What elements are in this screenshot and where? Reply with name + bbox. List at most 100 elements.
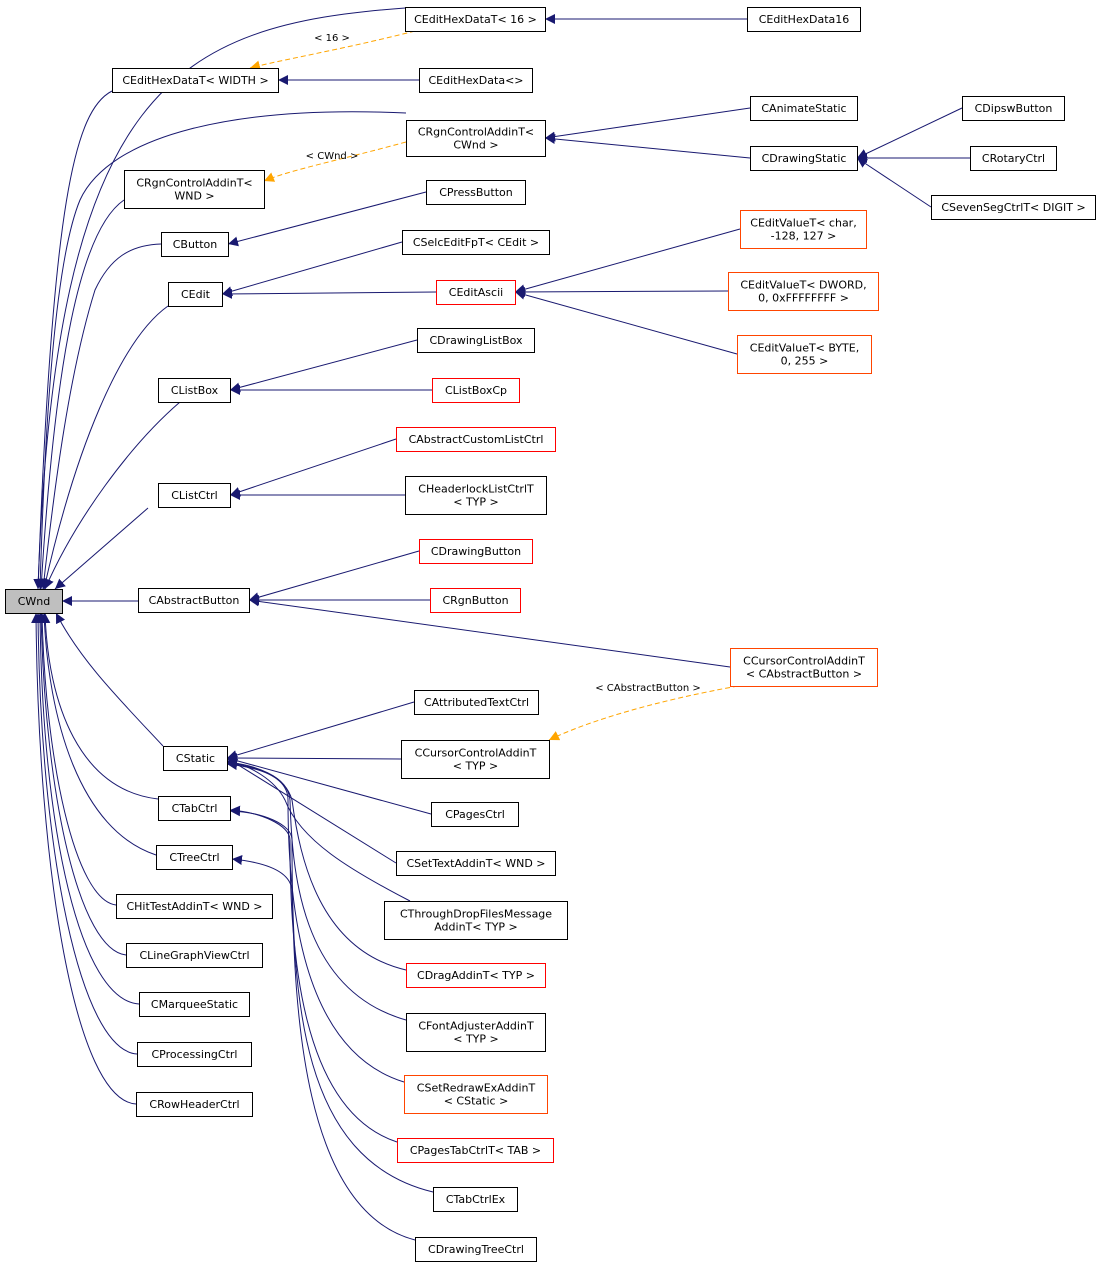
class-node-label: CEdit bbox=[181, 288, 211, 301]
class-node-cselceditfpt[interactable]: CSelcEditFpT< CEdit > bbox=[402, 230, 550, 255]
class-node-cedithexdatatwidth[interactable]: CEditHexDataT< WIDTH > bbox=[112, 68, 279, 93]
class-node-box bbox=[158, 796, 231, 821]
class-node-cedithexdatat16[interactable]: CEditHexDataT< 16 > bbox=[405, 7, 546, 32]
edge-cdrawingbutton-to-cabstractbutton bbox=[248, 550, 420, 603]
class-node-clistbox[interactable]: CListBox bbox=[158, 378, 231, 403]
class-node-cdrawinglistbox[interactable]: CDrawingListBox bbox=[417, 328, 535, 353]
class-node-label: CSetTextAddinT< WND > bbox=[406, 857, 545, 870]
class-node-label: CProcessingCtrl bbox=[152, 1048, 238, 1061]
class-node-clinegraphviewctrl[interactable]: CLineGraphViewCtrl bbox=[126, 943, 263, 968]
class-node-box bbox=[728, 272, 879, 311]
edge-cprocessingctrl-to-cwnd bbox=[33, 612, 138, 1055]
class-node-canimatestatic[interactable]: CAnimateStatic bbox=[750, 96, 858, 121]
edge-ccursorcontrolabstract-to-ccursorcontroltyp bbox=[548, 685, 739, 741]
class-node-ceditvaluebyte[interactable]: CEditValueT< BYTE,0, 255 > bbox=[737, 335, 872, 374]
class-node-label: CCursorControlAddinT bbox=[415, 747, 537, 760]
class-node-label: CAttributedTextCtrl bbox=[424, 696, 529, 709]
class-node-box bbox=[158, 483, 231, 508]
edge-cfontadjusteraddint-to-cstatic bbox=[226, 759, 407, 1021]
edge-cthroughdropfiles-to-cstatic bbox=[226, 757, 411, 902]
class-node-label: CEditValueT< char, bbox=[750, 217, 856, 230]
class-node-cprocessingctrl[interactable]: CProcessingCtrl bbox=[137, 1042, 252, 1067]
edge-cdrawinglistbox-to-clistbox bbox=[229, 339, 418, 393]
class-node-crgncontrolwnd[interactable]: CRgnControlAddinT<WND > bbox=[124, 170, 265, 209]
class-node-label: CEditAscii bbox=[449, 286, 503, 299]
class-node-ccursorcontrolabstract[interactable]: CCursorControlAddinT< CAbstractButton > bbox=[730, 648, 878, 687]
class-node-crowheaderctrl[interactable]: CRowHeaderCtrl bbox=[136, 1092, 253, 1117]
class-node-clistctrl[interactable]: CListCtrl bbox=[158, 483, 231, 508]
class-node-cedit[interactable]: CEdit bbox=[168, 282, 223, 307]
class-node-label: < TYP > bbox=[453, 1033, 499, 1046]
class-node-cattributedtextctrl[interactable]: CAttributedTextCtrl bbox=[414, 690, 539, 715]
edge-csevensegctrlt-to-cdrawingstatic bbox=[856, 157, 932, 208]
class-node-label: < CStatic > bbox=[444, 1095, 509, 1108]
class-node-csetredrawexaddint[interactable]: CSetRedrawExAddinT< CStatic > bbox=[404, 1075, 548, 1114]
class-node-cheaderlocklistctrlt[interactable]: CHeaderlockListCtrlT< TYP > bbox=[405, 476, 547, 515]
class-node-label: CMarqueeStatic bbox=[151, 998, 238, 1011]
class-node-cdrawingtreectrl[interactable]: CDrawingTreeCtrl bbox=[415, 1237, 537, 1262]
class-node-chittestaddint[interactable]: CHitTestAddinT< WND > bbox=[116, 894, 273, 919]
class-node-box bbox=[730, 648, 878, 687]
class-node-box bbox=[415, 1237, 537, 1262]
class-node-box bbox=[163, 746, 228, 771]
class-node-cstatic[interactable]: CStatic bbox=[163, 746, 228, 771]
class-node-cdrawingbutton[interactable]: CDrawingButton bbox=[419, 539, 533, 564]
class-node-cwnd[interactable]: CWnd bbox=[5, 589, 63, 614]
class-node-cabstractbutton[interactable]: CAbstractButton bbox=[138, 588, 250, 613]
edge-cdrawingtreectrl-to-ctreectrl bbox=[231, 855, 416, 1241]
class-node-cpagestabctrlt[interactable]: CPagesTabCtrlT< TAB > bbox=[397, 1138, 554, 1163]
edge-ctabctrlex-to-ctabctrl bbox=[229, 806, 434, 1193]
class-node-cbutton[interactable]: CButton bbox=[161, 232, 229, 257]
class-node-ctreectrl[interactable]: CTreeCtrl bbox=[156, 845, 233, 870]
class-node-csevensegctrlt[interactable]: CSevenSegCtrlT< DIGIT > bbox=[931, 195, 1096, 220]
class-node-box bbox=[406, 120, 546, 157]
class-node-cdrawingstatic[interactable]: CDrawingStatic bbox=[750, 146, 858, 171]
class-node-label: CTabCtrlEx bbox=[446, 1193, 506, 1206]
class-node-ccursorcontroltyp[interactable]: CCursorControlAddinT< TYP > bbox=[401, 740, 550, 779]
class-node-ceditascii[interactable]: CEditAscii bbox=[436, 280, 516, 305]
class-node-crgnbutton[interactable]: CRgnButton bbox=[430, 588, 521, 613]
class-node-ceditvaluedword[interactable]: CEditValueT< DWORD,0, 0xFFFFFFFF > bbox=[728, 272, 879, 311]
class-node-cabstractcustomlistctrl[interactable]: CAbstractCustomListCtrl bbox=[396, 427, 556, 452]
class-node-label: CButton bbox=[173, 238, 218, 251]
class-node-crotaryctrl[interactable]: CRotaryCtrl bbox=[970, 146, 1057, 171]
class-node-cmarqueestatic[interactable]: CMarqueeStatic bbox=[139, 992, 250, 1017]
class-node-cdragaddint[interactable]: CDragAddinT< TYP > bbox=[406, 963, 546, 988]
class-node-label: CFontAdjusterAddinT bbox=[418, 1020, 534, 1033]
class-node-box bbox=[432, 378, 520, 403]
class-node-label: CPagesCtrl bbox=[445, 808, 505, 821]
class-node-ceditvaluechar[interactable]: CEditValueT< char,-128, 127 > bbox=[740, 210, 867, 249]
class-node-label: CAnimateStatic bbox=[761, 102, 846, 115]
class-node-cedithexdatae[interactable]: CEditHexData<> bbox=[419, 68, 533, 93]
class-node-box bbox=[419, 539, 533, 564]
edge-crgncontrolcwnd-to-cwnd bbox=[35, 111, 407, 590]
class-node-cedithexdata16[interactable]: CEditHexData16 bbox=[747, 7, 861, 32]
class-node-box bbox=[747, 7, 861, 32]
class-node-cfontadjusteraddint[interactable]: CFontAdjusterAddinT< TYP > bbox=[406, 1013, 546, 1052]
class-node-label: CRgnButton bbox=[442, 594, 508, 607]
class-node-cdipswbutton[interactable]: CDipswButton bbox=[962, 96, 1065, 121]
class-node-ctabctrlex[interactable]: CTabCtrlEx bbox=[433, 1187, 518, 1212]
class-node-label: < TYP > bbox=[453, 496, 499, 509]
class-node-label: CAbstractButton bbox=[149, 594, 240, 607]
class-node-crgncontrolcwnd[interactable]: CRgnControlAddinT<CWnd > bbox=[406, 120, 546, 157]
class-node-label: CListBoxCp bbox=[445, 384, 507, 397]
class-node-box bbox=[433, 1187, 518, 1212]
edge-cedithexdatat16-to-cedithexdatatwidth bbox=[249, 30, 416, 71]
class-node-label: CRgnControlAddinT< bbox=[418, 126, 534, 139]
edge-cpagesctrl-to-cstatic bbox=[226, 755, 432, 815]
class-node-box bbox=[737, 335, 872, 374]
class-node-ctabctrl[interactable]: CTabCtrl bbox=[158, 796, 231, 821]
class-node-cpagesctrl[interactable]: CPagesCtrl bbox=[431, 802, 519, 827]
class-node-label: CAbstractCustomListCtrl bbox=[409, 433, 544, 446]
class-node-box bbox=[417, 328, 535, 353]
class-node-box bbox=[431, 802, 519, 827]
class-node-cpressbutton[interactable]: CPressButton bbox=[426, 180, 526, 205]
class-node-clistboxcp[interactable]: CListBoxCp bbox=[432, 378, 520, 403]
class-node-box bbox=[426, 180, 526, 205]
edge-clinegraphviewctrl-to-cwnd bbox=[36, 612, 127, 956]
class-node-csettextaddint[interactable]: CSetTextAddinT< WND > bbox=[396, 851, 556, 876]
edge-ceditvaluechar-to-ceditascii bbox=[514, 228, 741, 295]
